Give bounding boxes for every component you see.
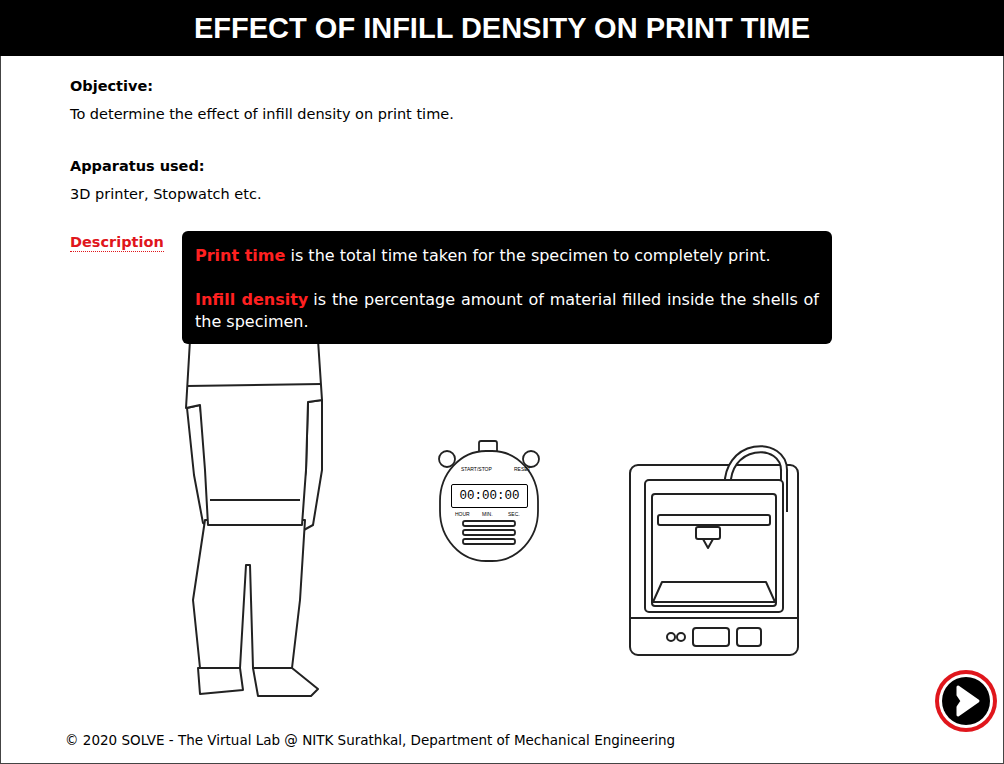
display-box: 00:00:00	[451, 484, 528, 508]
stopwatch-button	[439, 451, 455, 467]
person-shoe	[253, 668, 318, 696]
button-label: START/STOP	[461, 466, 492, 472]
title-bar: EFFECT OF INFILL DENSITY ON PRINT TIME	[0, 0, 1004, 56]
printer-head	[696, 527, 720, 539]
printer-divider	[630, 617, 798, 619]
next-gap	[939, 674, 993, 728]
next-face	[942, 677, 990, 725]
person-shoe	[198, 668, 243, 694]
printer-body	[630, 465, 798, 655]
description-link: Description	[70, 233, 164, 252]
definition-paragraph: Infill densityis the percentage amount o…	[195, 289, 819, 333]
unit-label: HOUR	[455, 511, 470, 517]
next-arrow	[958, 687, 978, 715]
unit-label: MIN.	[482, 511, 493, 517]
term-name: Infill density	[195, 290, 308, 309]
printer-knob	[677, 633, 685, 641]
printer-bed	[653, 582, 775, 602]
stopwatch-bar	[463, 521, 515, 526]
printer-icon	[630, 449, 798, 655]
person-figure	[186, 340, 322, 696]
printer-frame	[645, 480, 783, 612]
printer-nozzle	[703, 539, 713, 548]
footer-text: © 2020 SOLVE - The Virtual Lab @ NITK Su…	[65, 732, 675, 748]
printer-chamber	[652, 494, 776, 606]
stopwatch-button	[523, 451, 539, 467]
section-heading: Apparatus used:	[70, 158, 205, 174]
button-label: RESET	[514, 466, 531, 472]
display-digits: 00:00:00	[459, 489, 519, 503]
person-shirt-hem	[210, 499, 300, 501]
tooltip-box: Print time is the total time taken for th…	[182, 231, 832, 344]
stopwatch-bar	[463, 539, 515, 544]
person-shirt	[186, 340, 322, 525]
next-ring	[935, 670, 997, 732]
stopwatch-icon	[439, 441, 539, 561]
page-title: EFFECT OF INFILL DENSITY ON PRINT TIME	[194, 12, 810, 45]
person-pants	[193, 520, 305, 668]
person-shirt-stripe	[187, 384, 321, 386]
printer-knob	[667, 633, 675, 641]
definition-paragraph: Print time is the total time taken for th…	[195, 245, 819, 267]
definition-text: is the total time taken for the specimen…	[290, 246, 770, 265]
printer-screen	[693, 628, 729, 646]
next-button	[935, 670, 997, 732]
section-heading: Objective:	[70, 78, 153, 94]
body-text: To determine the effect of infill densit…	[70, 106, 454, 122]
body-text: 3D printer, Stopwatch etc.	[70, 186, 262, 202]
stopwatch-bar	[463, 530, 515, 535]
stopwatch-body	[440, 451, 538, 561]
term-name: Print time	[195, 246, 285, 265]
printer-button	[737, 628, 761, 646]
unit-label: SEC.	[508, 511, 520, 517]
printer-gantry	[658, 515, 770, 525]
